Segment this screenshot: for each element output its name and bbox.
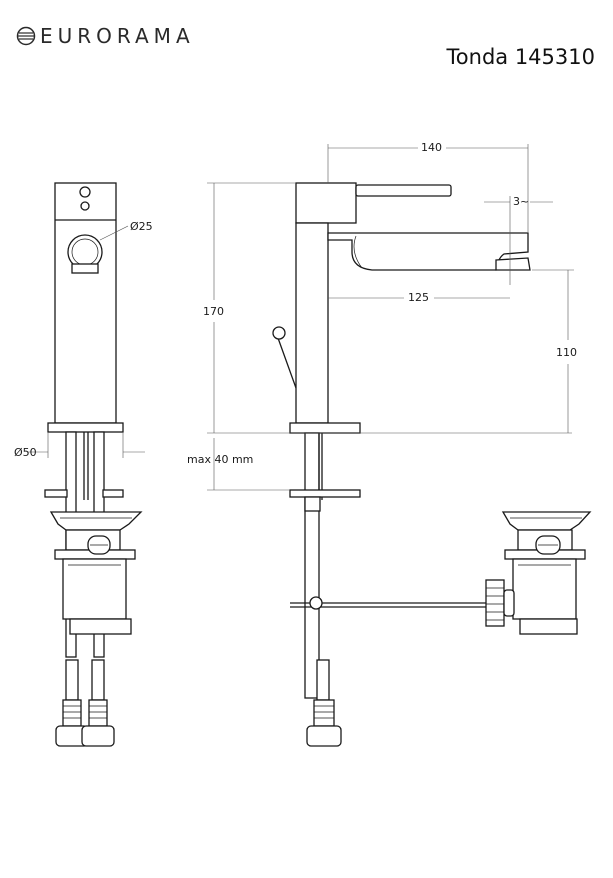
header: EURORAMA Tonda 145310 [0, 0, 613, 80]
hose-nut-front [306, 699, 342, 747]
aerator [495, 257, 531, 271]
dim-offset-3: 3~ [513, 195, 529, 208]
model-title: Tonda 145310 [446, 45, 595, 69]
drain-body-side [62, 558, 127, 620]
drain-flange-side [49, 511, 143, 531]
brand-mark-icon [16, 26, 36, 46]
hose-nut-left [55, 699, 89, 747]
dimension-lines [207, 144, 574, 491]
dim-reach-125: 125 [408, 291, 429, 304]
dim-diameter-handle: Ø25 [130, 220, 153, 233]
drain-flange-right [501, 511, 592, 531]
dim-max-depth: max 40 mm [187, 453, 253, 466]
front-view [272, 182, 531, 747]
lever-handle [355, 184, 452, 197]
dim-height-170: 170 [203, 305, 224, 318]
dim-width-140: 140 [421, 141, 442, 154]
faucet-body-front [295, 222, 329, 424]
dim-diameter-base: Ø50 [14, 446, 37, 459]
base-plate-side [47, 422, 124, 433]
handle-pin-top [79, 186, 91, 198]
faucet-body-side [54, 182, 117, 424]
popup-rod-knob [272, 326, 286, 340]
brand-logo: EURORAMA [16, 26, 195, 46]
hose-nut-right [81, 699, 115, 747]
handle-pin-bottom [80, 201, 90, 211]
drain-right-view [485, 511, 592, 635]
dim-height-110: 110 [556, 346, 577, 359]
pivot-nut [485, 579, 505, 627]
brand-name: EURORAMA [40, 24, 195, 48]
base-plate-front [289, 422, 361, 434]
drain-body-right [512, 558, 577, 620]
lever-housing [295, 182, 357, 224]
side-view [28, 182, 145, 747]
spout [327, 232, 529, 271]
